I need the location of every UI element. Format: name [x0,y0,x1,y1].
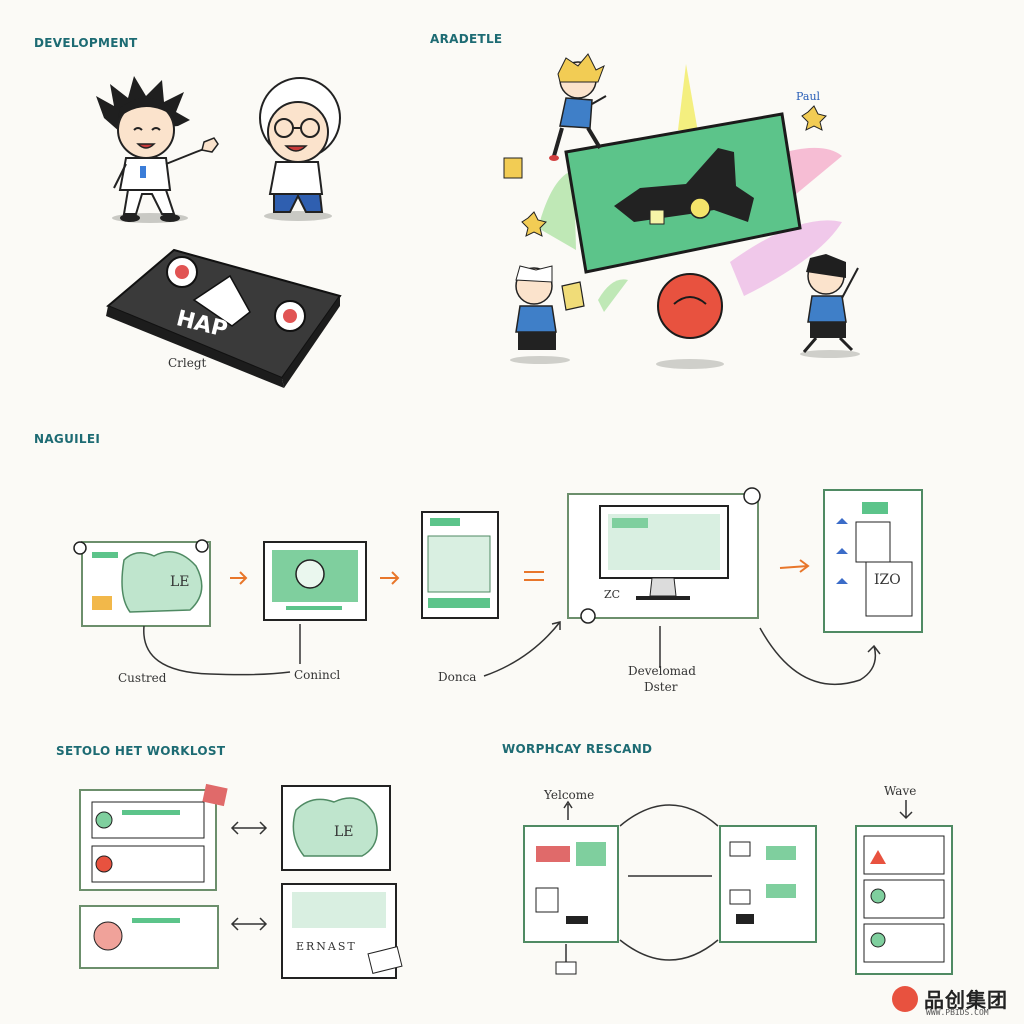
flow-panel-text-3: ZC [604,588,621,601]
flow-caption-4: Develomad [628,664,696,678]
arcade-heading: ARADETLE [430,32,503,46]
flow-panel-text-2: IZO [874,572,901,588]
flow-caption-2: Conincl [294,668,341,682]
flow-caption-5: Dster [644,680,678,694]
research-diagram [523,800,953,975]
research-heading: WORPHCAY RESCAND [502,742,653,756]
flow-panel-text-1: LE [170,574,190,590]
research-label-right: Wave [884,784,917,798]
watermark-logo-icon [892,986,918,1012]
watermark-brand: 品创集团 [924,988,1008,1012]
arcade-badge: Paul [796,90,821,103]
hap-device [106,248,342,388]
navigation-heading: NAGUILEI [34,432,101,446]
arcade-scene [503,53,860,369]
flow-diagram [73,487,923,685]
worklist-diagram [79,783,403,979]
watermark: 品创集团 WWW.PBIDS.COM [892,984,1020,1018]
research-label-left: Yelcome [544,788,595,802]
device-caption: Crlegt [168,356,207,370]
development-heading: DEVELOPMENT [34,36,138,50]
flow-caption-1: Custred [118,671,167,685]
watermark-url: WWW.PBIDS.COM [926,1008,989,1017]
flow-caption-3: Donca [438,670,477,684]
worklist-panel-text-1: LE [334,824,354,840]
boy-character [96,76,219,223]
worklist-heading: SETOLO HET WORKLOST [56,744,226,758]
glasses-character [259,77,341,221]
worklist-panel-text-2: ERNAST [296,940,357,953]
